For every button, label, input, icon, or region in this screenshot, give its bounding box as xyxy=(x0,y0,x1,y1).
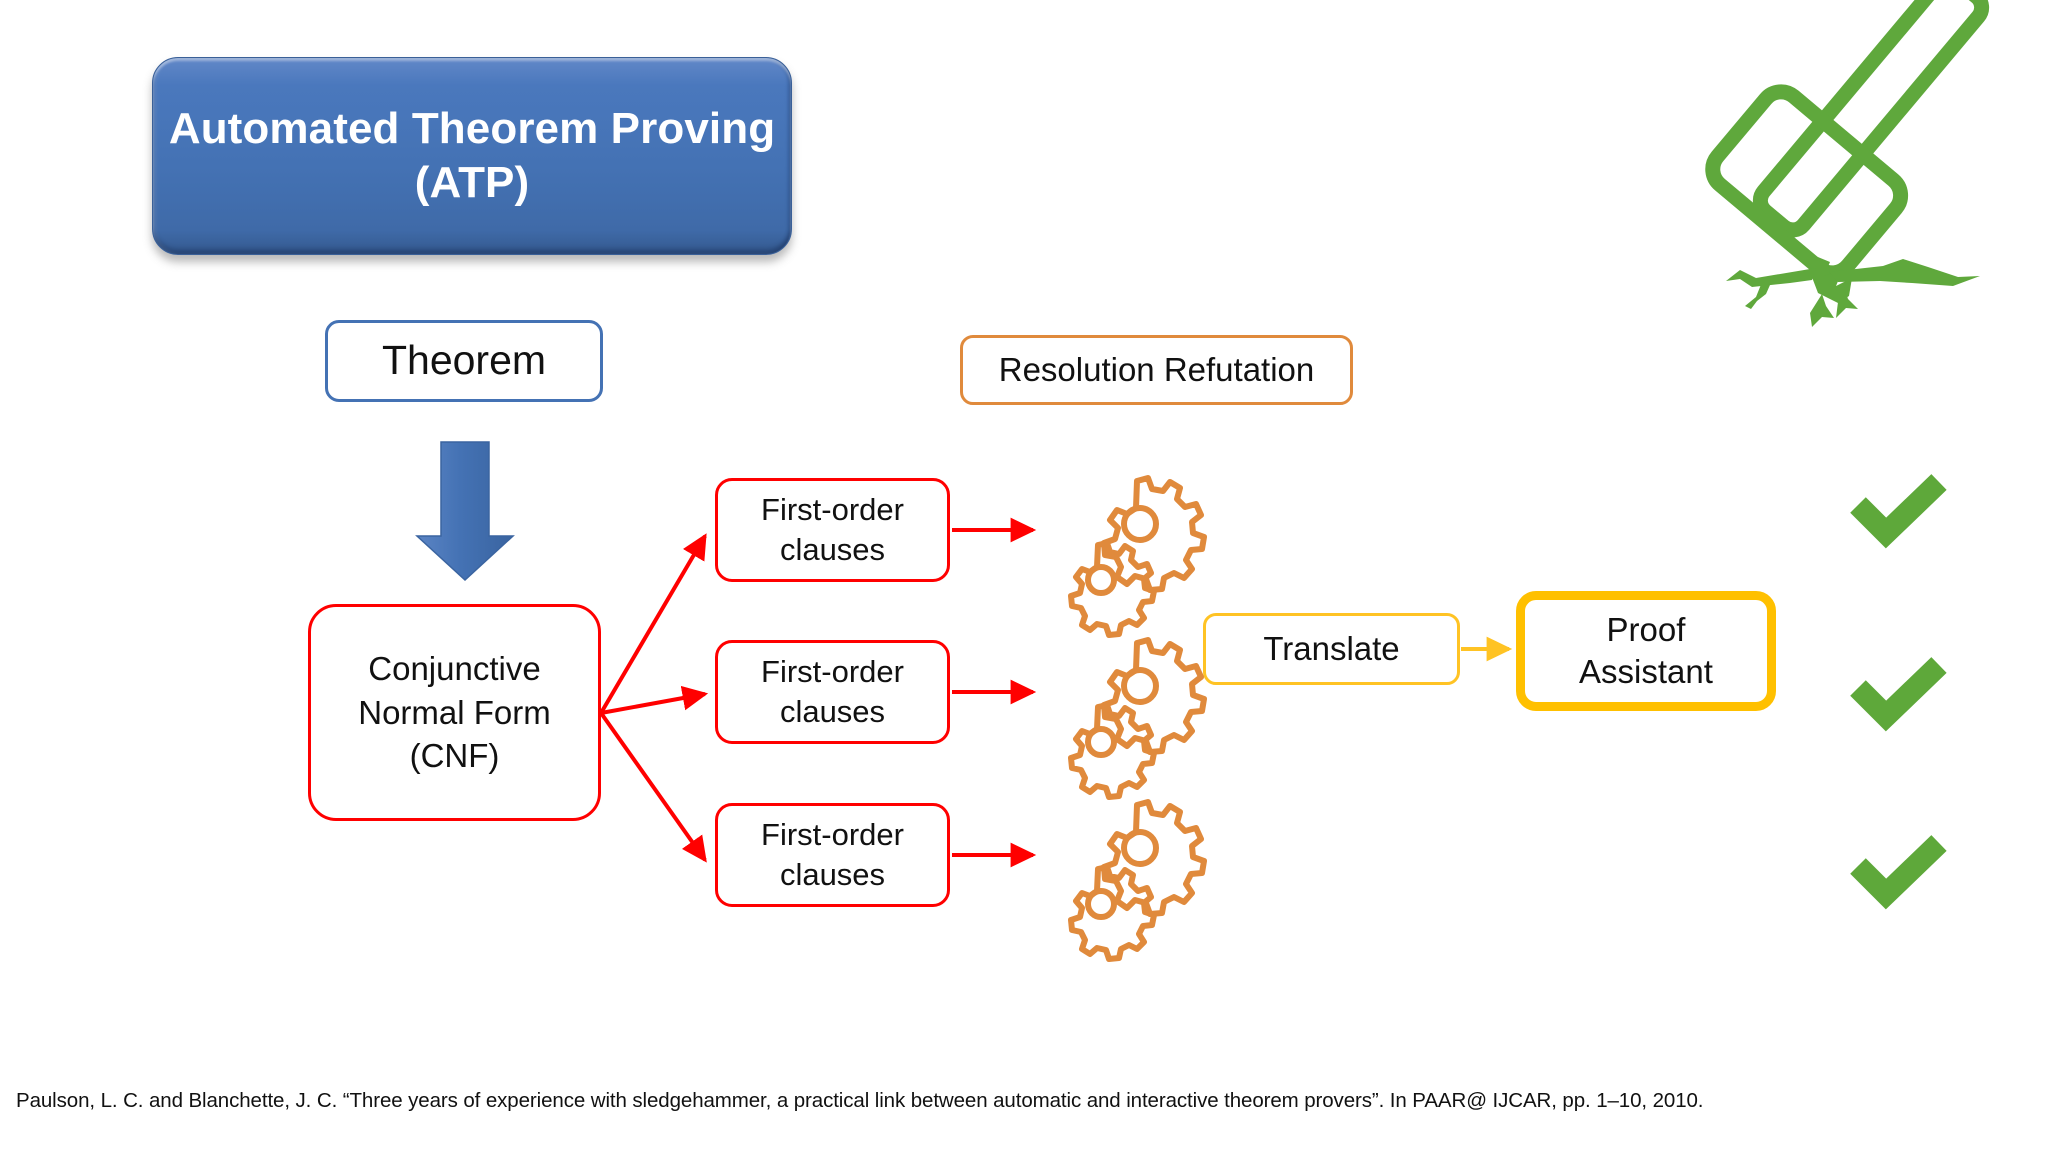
gear-small-icon-1 xyxy=(1068,540,1157,638)
first-order-clauses-label-3: First-order clauses xyxy=(761,816,904,892)
cnf-box: Conjunctive Normal Form (CNF) xyxy=(308,604,601,821)
arrow-cnf-to-clauses-3 xyxy=(599,711,707,863)
resolution-refutation-label: Resolution Refutation xyxy=(998,351,1315,388)
first-order-clauses-box-1: First-order clauses xyxy=(715,478,950,582)
atp-title-label: Automated Theorem Proving (ATP) xyxy=(168,104,776,207)
first-order-clauses-label-1: First-order clauses xyxy=(761,491,904,567)
gear-small-icon-2 xyxy=(1068,702,1157,800)
gear-small-icon-3 xyxy=(1068,864,1157,962)
arrow-theorem-to-cnf xyxy=(415,441,515,582)
arrows-cnf-to-clauses xyxy=(599,533,709,863)
resolution-refutation-box: Resolution Refutation xyxy=(960,335,1353,405)
gear-hole-3a xyxy=(1121,829,1159,867)
first-order-clauses-box-3: First-order clauses xyxy=(715,803,950,907)
citation-text: Paulson, L. C. and Blanchette, J. C. “Th… xyxy=(16,1089,1704,1112)
first-order-clauses-label-2: First-order clauses xyxy=(761,653,904,729)
gear-hole-2a xyxy=(1121,667,1159,705)
proof-assistant-label: Proof Assistant xyxy=(1579,610,1713,690)
translate-box: Translate xyxy=(1203,613,1460,685)
gear-hole-1a xyxy=(1121,505,1159,543)
gear-large-icon-2 xyxy=(1101,637,1207,755)
arrow-cnf-to-clauses-1 xyxy=(599,533,707,715)
gears-icon-3 xyxy=(1068,799,1207,962)
check-icon-2 xyxy=(1850,657,1947,732)
gear-hole-1b xyxy=(1085,564,1117,596)
impact-cracks-icon xyxy=(1726,255,1980,327)
gears-icon-2 xyxy=(1068,637,1207,800)
theorem-label: Theorem xyxy=(381,337,547,384)
arrows-clauses-to-gears xyxy=(952,517,1037,868)
check-icon-3 xyxy=(1850,835,1947,910)
check-icon-1 xyxy=(1850,474,1947,549)
gear-large-icon-1 xyxy=(1101,475,1207,593)
proof-assistant-box: Proof Assistant xyxy=(1516,591,1776,711)
gears-icon-1 xyxy=(1068,475,1207,638)
gear-hole-2b xyxy=(1085,726,1117,758)
theorem-box: Theorem xyxy=(325,320,603,402)
first-order-clauses-box-2: First-order clauses xyxy=(715,640,950,744)
gear-large-icon-3 xyxy=(1101,799,1207,917)
translate-label: Translate xyxy=(1263,630,1400,667)
arrow-cnf-to-clauses-2 xyxy=(600,685,709,715)
cnf-label: Conjunctive Normal Form (CNF) xyxy=(358,650,551,775)
gear-hole-3b xyxy=(1085,888,1117,920)
atp-title-box: Automated Theorem Proving (ATP) xyxy=(152,57,792,255)
sledgehammer-icon xyxy=(1705,0,1990,281)
